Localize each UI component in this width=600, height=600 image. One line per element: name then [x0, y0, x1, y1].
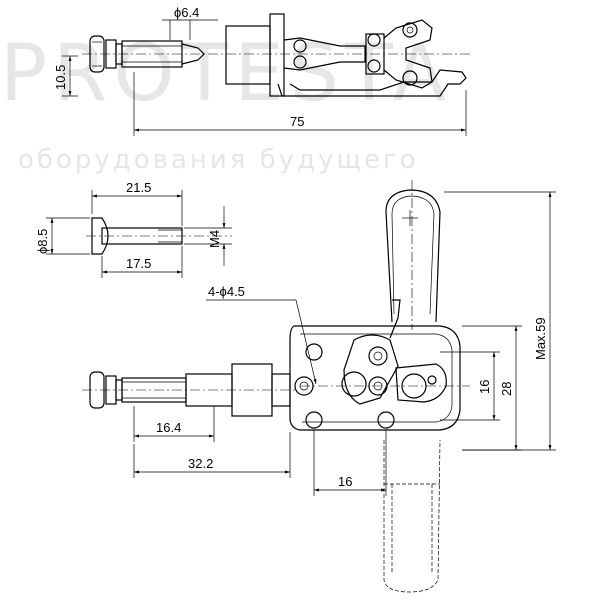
dim-pin-dia: ϕ6.4 [174, 5, 199, 20]
dim-hole-v: 16 [477, 380, 492, 394]
dim-hole-h: 16 [338, 474, 352, 489]
dim-length: 75 [290, 114, 304, 129]
front-view: 4-ϕ4.5 16.4 32.2 16 16 28 Max.59 [82, 180, 556, 593]
clamp-arm [343, 334, 399, 405]
mount-hole [305, 343, 323, 361]
handle-top [383, 19, 433, 89]
spindle-head [91, 217, 109, 255]
dim-max-height: Max.59 [533, 317, 548, 360]
base-body [289, 325, 461, 431]
dim-thread: M4 [207, 230, 222, 248]
handle-lowered [383, 439, 441, 593]
dim-plunger: 16.4 [156, 420, 181, 435]
mount-plate [269, 13, 285, 97]
dim-base-height: 28 [499, 382, 514, 396]
mount-hole [305, 411, 323, 429]
linkage [283, 37, 366, 71]
handle-upper [385, 189, 441, 323]
dim-head-dia: ϕ8.5 [35, 229, 50, 254]
dim-overall: 21.5 [126, 180, 151, 195]
watermark-tagline: оборудования будущего [18, 145, 419, 175]
spindle-view: 21.5 ϕ8.5 M4 17.5 [35, 180, 232, 278]
dim-holes: 4-ϕ4.5 [208, 284, 245, 299]
base-plate [277, 69, 467, 97]
dim-height: 10.5 [53, 65, 68, 90]
dim-shank: 17.5 [126, 256, 151, 271]
mount-hole [377, 411, 395, 429]
dim-reach: 32.2 [188, 456, 213, 471]
top-view: 10.5 ϕ6.4 75 [53, 5, 470, 136]
